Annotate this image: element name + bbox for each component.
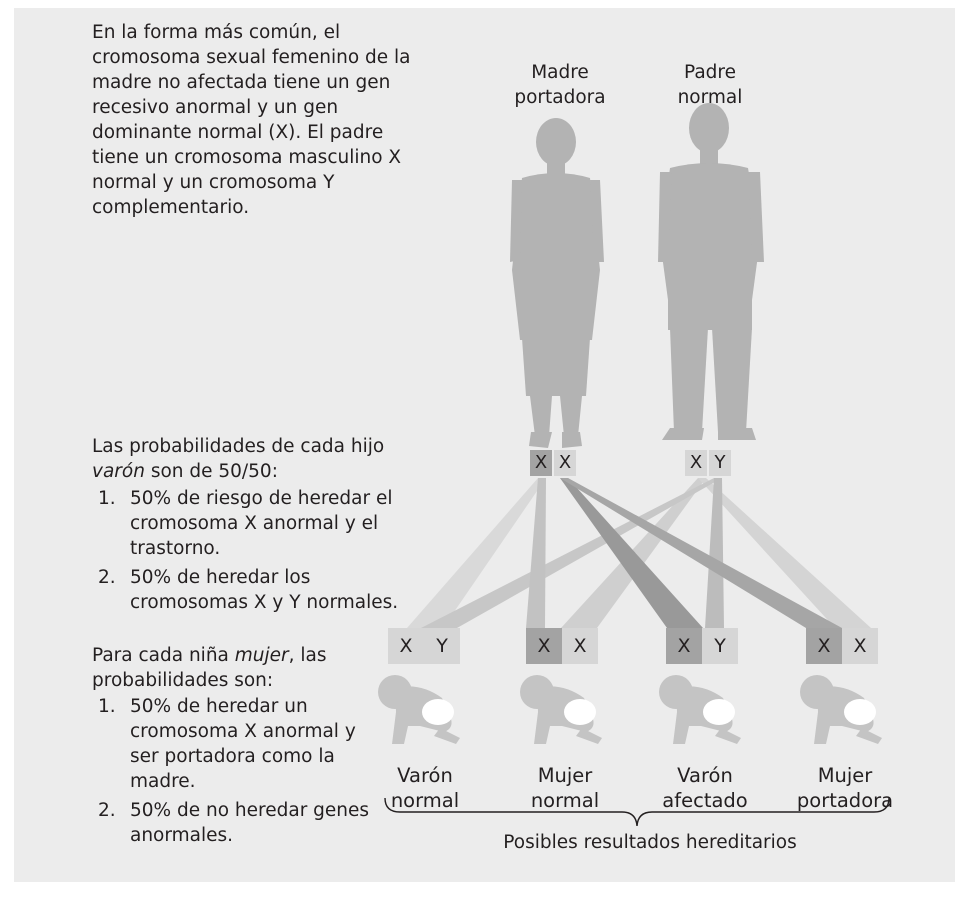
female-probability-list: 1. 50% de heredar un cromosoma X anormal … xyxy=(92,694,382,852)
mother-chromosome-box: X xyxy=(530,450,552,476)
male-heading-pre: Las probabilidades de cada hijo xyxy=(92,436,385,457)
father-label: Padre normal xyxy=(655,60,765,110)
beam-father-x-to-daughter2 xyxy=(698,478,871,628)
beam-mother-x1-to-daughter1 xyxy=(526,478,546,628)
outcome-label-line2: afectado xyxy=(662,789,748,812)
outcome-chromosome-box: Y xyxy=(424,628,460,664)
list-item-text: 50% de riesgo de heredar el cromosoma X … xyxy=(130,488,393,559)
beam-father-y-to-son1 xyxy=(421,478,722,628)
outcome-chromosome-box: X xyxy=(526,628,562,664)
mother-label: Madre portadora xyxy=(505,60,615,110)
list-item-number: 2. xyxy=(98,567,116,588)
outcome-chromosome-box: X xyxy=(388,628,424,664)
list-item: 2. 50% de heredar los cromosomas X y Y no… xyxy=(92,565,402,615)
outcome-label-line1: Varón xyxy=(397,764,453,787)
mother-silhouette xyxy=(510,118,604,448)
father-chromosome-box: X xyxy=(685,450,707,476)
father-chromosome-box: Y xyxy=(709,450,731,476)
outcome-label: Mujer normal xyxy=(505,763,625,813)
father-label-line1: Padre xyxy=(684,62,736,83)
outcome-chromosome-box: Y xyxy=(702,628,738,664)
list-item-number: 1. xyxy=(98,696,116,717)
outcome-label-line2: portadora xyxy=(796,789,894,812)
list-item-text: 50% de heredar los cromosomas X y Y norm… xyxy=(130,567,399,613)
list-item-text: 50% de no heredar genes anormales. xyxy=(130,800,370,846)
outcome-label-line1: Mujer xyxy=(817,764,873,787)
outcome-label: Varón afectado xyxy=(645,763,765,813)
outcomes-brace xyxy=(384,797,890,827)
father-label-line2: normal xyxy=(677,87,743,108)
intro-text: En la forma más común, el cromosoma sexu… xyxy=(92,22,411,218)
diagram-panel xyxy=(14,8,955,882)
male-heading-post: son de 50/50: xyxy=(144,461,278,482)
father-silhouette xyxy=(658,103,764,440)
list-item-number: 2. xyxy=(98,800,116,821)
female-heading-emphasis: mujer xyxy=(234,645,289,666)
inheritance-lines xyxy=(407,478,871,628)
mother-chromosome-box: X xyxy=(554,450,576,476)
female-heading-post: , las probabilidades son: xyxy=(92,645,327,691)
beam-mother-x2-to-son2 xyxy=(560,478,703,628)
list-item: 2. 50% de no heredar genes anormales. xyxy=(92,798,382,848)
male-probability-list: 1. 50% de riesgo de heredar el cromosoma … xyxy=(92,486,402,619)
mother-label-line2: portadora xyxy=(514,87,606,108)
male-probability-heading: Las probabilidades de cada hijo varón so… xyxy=(92,434,422,484)
list-item-number: 1. xyxy=(98,488,116,509)
baby-silhouette xyxy=(520,675,602,744)
list-item-text: 50% de heredar un cromosoma X anormal y … xyxy=(130,696,356,792)
beam-mother-x2-to-daughter2 xyxy=(560,478,842,628)
list-item: 1. 50% de heredar un cromosoma X anormal … xyxy=(92,694,382,794)
outcome-chromosome-box: X xyxy=(806,628,842,664)
baby-silhouette xyxy=(659,675,741,744)
outcome-label-line2: normal xyxy=(530,789,600,812)
outcome-chromosome-box: X xyxy=(842,628,878,664)
outcome-chromosome-box: X xyxy=(666,628,702,664)
female-heading-pre: Para cada niña xyxy=(92,645,235,666)
mother-label-line1: Madre xyxy=(531,62,589,83)
baby-silhouette xyxy=(800,675,882,744)
list-item: 1. 50% de riesgo de heredar el cromosoma … xyxy=(92,486,402,561)
male-heading-emphasis: varón xyxy=(92,461,145,482)
outcome-label: Varón normal xyxy=(365,763,485,813)
outcome-chromosome-box: X xyxy=(562,628,598,664)
outcome-label: Mujer portadora xyxy=(785,763,905,813)
outcome-label-line1: Mujer xyxy=(537,764,593,787)
female-probability-heading: Para cada niña mujer, las probabilidades… xyxy=(92,643,422,693)
beam-father-y-to-son2 xyxy=(705,478,724,628)
baby-silhouette xyxy=(378,675,460,744)
outcome-label-line1: Varón xyxy=(677,764,733,787)
beam-mother-x1-to-son1 xyxy=(407,478,546,628)
outcome-label-line2: normal xyxy=(390,789,460,812)
outcomes-caption: Posibles resultados hereditarios xyxy=(503,832,797,853)
